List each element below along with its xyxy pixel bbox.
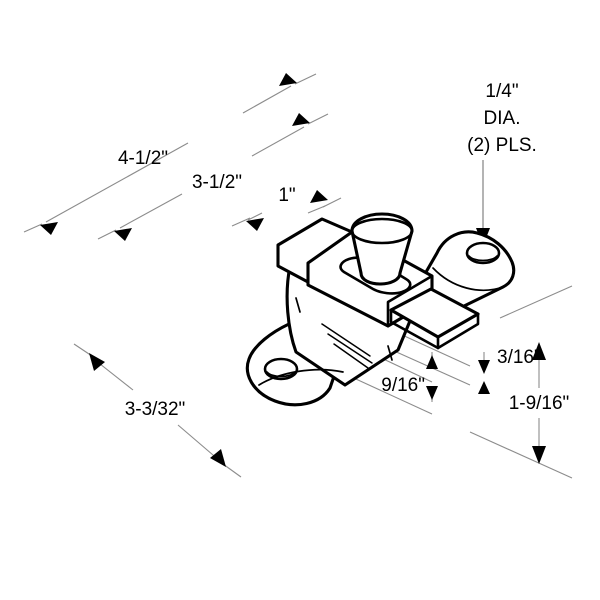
dimension-boss-width: 1" [231,185,342,231]
arrowhead-tab-offset-bottom [426,386,438,400]
left-wing-inner-contour [258,368,344,386]
hatch-line-1 [321,323,371,357]
dimension-overall-height: 1-9/16" [469,285,573,479]
ext-line-tab-offset-bottom [344,373,433,415]
ext-line-overall-length-start [23,223,43,233]
dim-line-body-length-b [251,126,305,157]
hatch-line-3 [333,343,369,369]
mounting-hole-right [465,241,501,265]
dimension-label-tab-thickness: 3/16" [497,347,541,368]
ext-line-base-width-start [73,343,93,357]
dimension-label-boss-width: 1" [278,185,295,206]
ext-line-body-length-end [307,113,329,125]
arrowhead-boss-width-start [246,218,264,231]
dimension-overall-length: 4-1/2" [23,73,317,235]
dimension-label-body-length: 3-1/2" [192,172,242,193]
dim-line-base-width-a [94,359,134,391]
mounting-hole-left [263,357,299,381]
arrowhead-body-length-start [114,228,132,241]
ext-line-overall-height-bottom [469,431,573,479]
dim-line-overall-length-b [242,85,292,114]
arrowhead-tab-thickness-top [478,360,490,374]
right-wing-face [416,230,516,310]
stud-top-face [350,217,414,245]
hatch-line-2 [327,333,373,364]
right-wing-inner-contour [432,267,504,291]
ext-line-overall-length-end [294,73,317,85]
flat-tab-thickness-edge [389,308,440,350]
rounded-slot [339,256,412,295]
mounting-hole-right-depth [468,255,498,262]
hole-callout-line2: DIA. [484,108,521,129]
arrowhead-tab-offset-top [426,355,438,369]
dimension-base-width: 3-3/32" [73,343,242,478]
arrowhead-overall-length-end [279,73,297,86]
ext-line-base-width-end [222,463,242,478]
dimension-label-overall-height: 1-9/16" [509,393,570,414]
dimension-label-base-width: 3-3/32" [125,399,186,420]
arrowhead-overall-height-top [532,342,546,360]
dimension-tab-offset: 9/16" [344,347,438,415]
tapered-stud [350,212,414,286]
body-break-line-left [295,297,301,313]
arrowhead-boss-width-end [310,190,328,203]
hole-callout-note: 1/4" DIA. (2) PLS. [467,81,537,246]
platform-front-wall-edge [386,274,434,328]
dimension-tab-thickness: 3/16" [391,333,541,394]
arrowhead-body-length-end [292,113,310,126]
body-break-line-right [387,345,393,361]
dim-line-boss-width-b [307,205,326,214]
bracket-part-geometry [245,212,516,407]
dim-line-body-length-a [119,193,183,229]
ext-line-boss-width-end [322,197,342,208]
ext-line-body-length-start [97,229,117,240]
arrowhead-tab-thickness-bottom [478,381,490,394]
hole-callout-line1: 1/4" [485,81,518,102]
mounting-hole-left-depth [266,371,296,378]
ext-line-boss-width-start [231,217,251,227]
arrowhead-base-width-start [89,353,105,371]
dim-line-boss-width-a [247,212,263,221]
dim-line-overall-length-a [45,142,189,223]
flat-tab-right-edge [436,312,480,350]
ext-line-tab-thickness-top [399,333,471,367]
dimension-body-length: 3-1/2" [97,113,329,241]
dimension-label-overall-length: 4-1/2" [118,148,168,169]
dim-line-base-width-b [177,424,221,462]
arrowhead-overall-height-bottom [532,446,546,464]
arrowhead-base-width-end [210,449,226,467]
dimension-label-tab-offset: 9/16" [381,375,425,396]
hole-callout-line3: (2) PLS. [467,135,537,156]
arrowhead-overall-length-start [40,222,58,235]
ext-line-overall-height-top [499,285,573,319]
